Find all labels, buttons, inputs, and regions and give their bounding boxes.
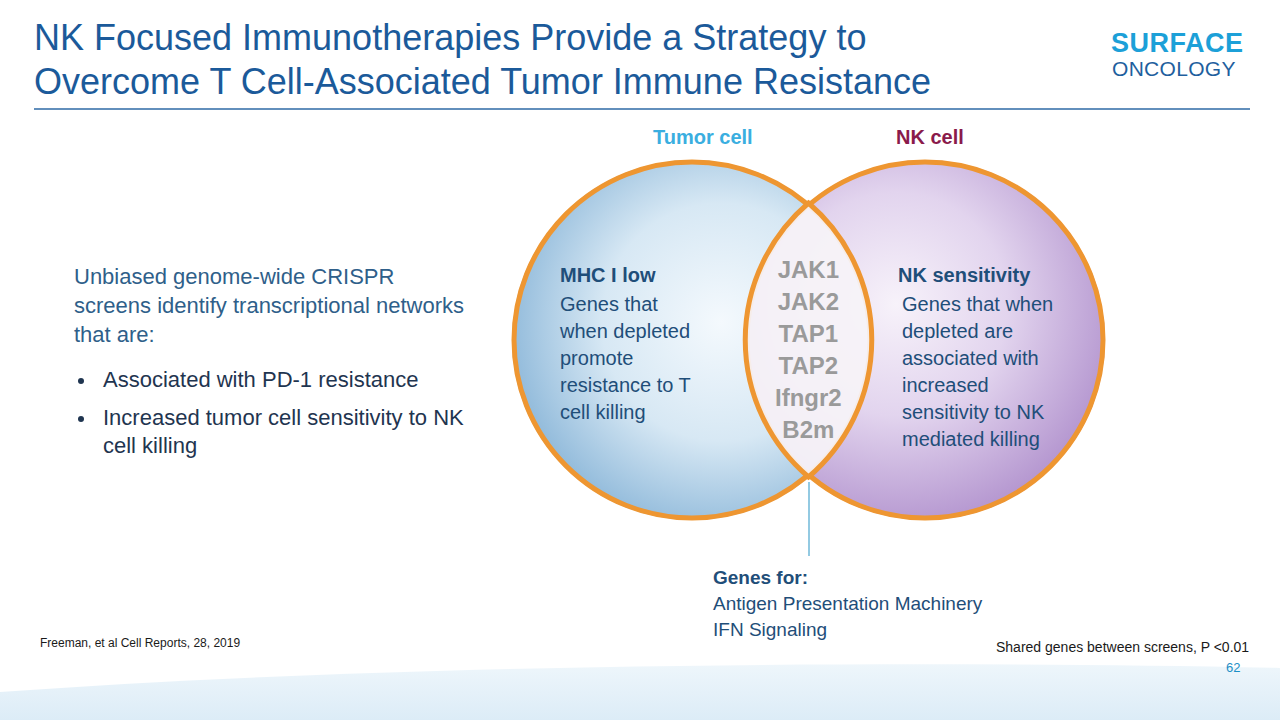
lens-outline [745, 203, 871, 477]
page-number: 62 [1226, 660, 1240, 675]
gene-list: JAK1 JAK2 TAP1 TAP2 Ifngr2 B2m [775, 254, 842, 446]
callout-text: IFN Signaling [713, 619, 827, 641]
callout-heading: Genes for: [713, 567, 808, 589]
section-heading: MHC I low [560, 264, 656, 287]
slide-title: NK Focused Immunotherapies Provide a Str… [34, 16, 1034, 104]
footer-band [0, 664, 1280, 720]
leader-line [808, 482, 810, 556]
bullet-dot [78, 416, 84, 422]
section-heading: NK sensitivity [898, 264, 1030, 287]
logo-word: ONCOLOGY [1112, 57, 1236, 81]
intro-text: Unbiased genome-wide CRISPR screens iden… [74, 262, 474, 349]
bullet-text: Associated with PD-1 resistance [103, 366, 483, 394]
tumor-cell-image [512, 160, 872, 520]
bullet-dot [78, 378, 84, 384]
title-rule [34, 108, 1250, 110]
callout-text: Antigen Presentation Machinery [713, 593, 982, 615]
body-text: Genes that when depleted are associated … [902, 291, 1080, 453]
bullet-text: Increased tumor cell sensitivity to NK c… [103, 404, 473, 460]
nk-cell-image [745, 160, 1105, 520]
body-text: Genes that when depleted promote resista… [560, 291, 708, 426]
circle-heading: NK cell [896, 126, 964, 149]
reference-note: Freeman, et al Cell Reports, 28, 2019 [40, 636, 240, 650]
circle-heading: Tumor cell [653, 126, 753, 149]
footnote: Shared genes between screens, P <0.01 [996, 639, 1249, 655]
logo-word: SURFACE [1111, 28, 1244, 59]
shared-genes-lens: JAK1 JAK2 TAP1 TAP2 Ifngr2 B2m [745, 203, 872, 477]
